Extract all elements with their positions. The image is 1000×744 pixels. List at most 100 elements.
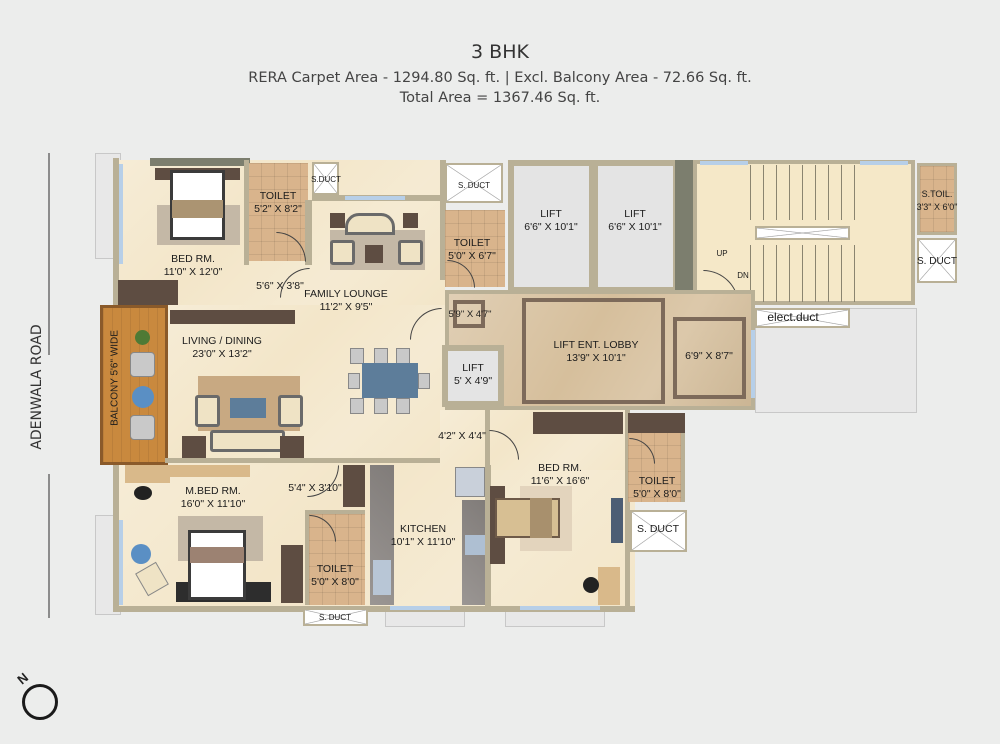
window [520,606,600,610]
fridge [455,467,485,497]
balcony-table [132,386,154,408]
dining-chair [418,373,430,389]
road-line-bottom [48,474,50,618]
dining-chair [350,348,364,364]
sofa [345,213,395,235]
stair-treads-upper [750,165,855,220]
study-desk [125,465,170,483]
room-name: LIFT [540,208,562,220]
wall [244,160,249,265]
elect-duct-label: elect.duct [767,310,819,324]
balcony-label: BALCONY 5'6" WIDE [109,330,121,426]
room-size: 11'0" X 12'0" [163,266,223,278]
room-name: KITCHEN [399,523,447,535]
room-size: 11'2" X 9'5" [319,301,373,313]
inlay [522,298,665,404]
room-label-bed2: BED RM.11'6" X 16'6" [531,462,590,488]
side-table [280,436,304,458]
window [345,196,405,200]
room-size: 10'1" X 11'10" [390,536,456,548]
wall [150,158,250,166]
armchair [398,240,423,265]
room-name: TOILET [453,237,491,249]
room-label-mbed: M.BED RM.16'0" X 11'10" [181,485,245,511]
vanity [628,413,685,433]
window [751,330,755,398]
tv-unit [611,498,623,543]
room-size: 5'2" X 8'2" [254,203,302,215]
blanket [530,498,552,538]
elect-duct [755,308,850,328]
wall [115,606,635,612]
shaft-duct [312,162,339,195]
room-name: TOILET [316,563,354,575]
room-size: 13'9" X 10'1" [566,352,626,364]
stair-well [755,226,850,240]
wall [440,160,446,280]
room-size: 6'6" X 10'1" [608,221,662,233]
area-summary: RERA Carpet Area - 1294.80 Sq. ft. | Exc… [248,70,752,86]
road-label: ADENWALA ROAD [29,324,45,450]
lobby2-label: 6'9" X 8'7" [685,350,733,362]
armchair [330,240,355,265]
study-desk [598,567,620,605]
wardrobe [281,545,303,603]
room-size: 16'0" X 11'10" [180,498,246,510]
wardrobe [533,412,623,434]
shaft-duct [917,238,957,283]
blanket [190,547,244,563]
wall [305,200,312,265]
wall [113,460,119,612]
plant [135,330,150,345]
stair-treads-lower [750,245,855,302]
round-table [131,544,151,564]
armchair [195,395,220,427]
shaft-duct [445,163,503,203]
bed [188,530,246,600]
inlay [453,300,485,328]
room-name: LIFT ENT. LOBBY [553,339,639,351]
wall [165,458,440,463]
desk-chair [134,486,152,500]
plan-title: 3 BHK [471,41,529,63]
passage-label: 5'6" X 3'8" [256,280,304,292]
room-name: M.BED RM. [185,485,241,497]
balcony-chair [130,415,155,440]
window [119,164,123,264]
duct-label: S. DUCT [319,613,351,622]
coffee-table [365,245,383,263]
inlay [673,317,746,399]
wall [485,465,491,608]
compass-icon [22,684,58,720]
window [700,161,748,165]
window [860,161,908,165]
wardrobe [118,280,178,305]
sofa [210,430,285,452]
stair-down-label: DN [737,271,749,280]
armchair [278,395,303,427]
window [390,606,450,610]
side-table [182,436,206,458]
room-label-stoil: S.TOIL.3'3" X 6'0" [917,188,958,214]
wall [113,158,119,308]
room-size: 23'0" X 13'2" [192,348,252,360]
total-area: Total Area = 1367.46 Sq. ft. [399,90,601,106]
desk-chair [583,577,599,593]
room-size: 5'0" X 6'7" [448,250,496,262]
duct-label: S. DUCT [458,181,490,190]
room-size: 11'6" X 16'6" [530,475,590,487]
duct-label: S. DUCT [917,256,957,267]
sink [373,560,391,595]
duct-label: S. DUCT [637,523,679,535]
room-label-bed1: BED RM.11'0" X 12'0" [164,253,223,279]
wall [625,410,630,610]
